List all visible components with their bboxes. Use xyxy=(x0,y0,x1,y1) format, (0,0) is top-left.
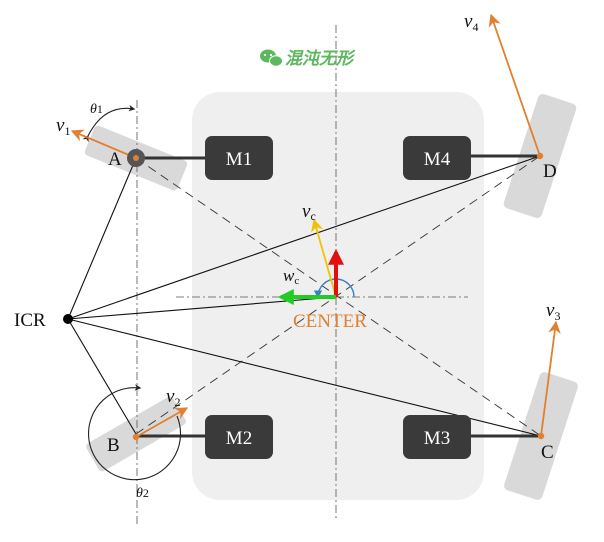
motor-m1: M1 xyxy=(205,136,273,180)
v3-arrow xyxy=(540,320,561,437)
watermark-text: 混沌无形 xyxy=(285,49,356,68)
wechat-icon xyxy=(260,49,283,67)
motor-m2: M2 xyxy=(205,415,273,459)
point-a-dot xyxy=(133,155,139,161)
label-vc: vc xyxy=(302,201,316,223)
label-wc: wc xyxy=(283,266,299,287)
label-v2: v2 xyxy=(166,386,180,409)
label-b: B xyxy=(107,435,120,456)
motor-m4: M4 xyxy=(403,136,471,180)
theta2-circle xyxy=(87,384,182,481)
motor-label-m2: M2 xyxy=(226,428,252,449)
label-c: C xyxy=(541,442,554,463)
point-d-dot xyxy=(536,152,544,160)
motor-label-m3: M3 xyxy=(424,428,450,449)
label-icr: ICR xyxy=(14,310,46,331)
motor-label-m1: M1 xyxy=(226,149,252,170)
label-theta1: θ1 xyxy=(90,102,103,117)
label-theta2: θ2 xyxy=(136,486,149,501)
icr-point xyxy=(63,314,73,324)
watermark: 混沌无形 xyxy=(260,49,356,68)
theta1-arc xyxy=(82,104,136,143)
label-v3: v3 xyxy=(546,300,560,323)
motor-label-m4: M4 xyxy=(424,149,451,170)
label-a: A xyxy=(108,149,122,170)
label-center: CENTER xyxy=(293,311,367,332)
axles xyxy=(136,154,541,438)
label-d: D xyxy=(543,161,557,182)
v1-arrow xyxy=(70,129,137,159)
v2-arrow xyxy=(135,407,189,438)
point-b-dot xyxy=(132,433,140,441)
point-c-dot xyxy=(537,432,545,440)
motor-m3: M3 xyxy=(403,415,471,459)
v4-arrow xyxy=(488,13,541,157)
label-v4: v4 xyxy=(464,11,478,34)
label-v1: v1 xyxy=(56,115,70,138)
vc-arrow xyxy=(311,218,337,298)
